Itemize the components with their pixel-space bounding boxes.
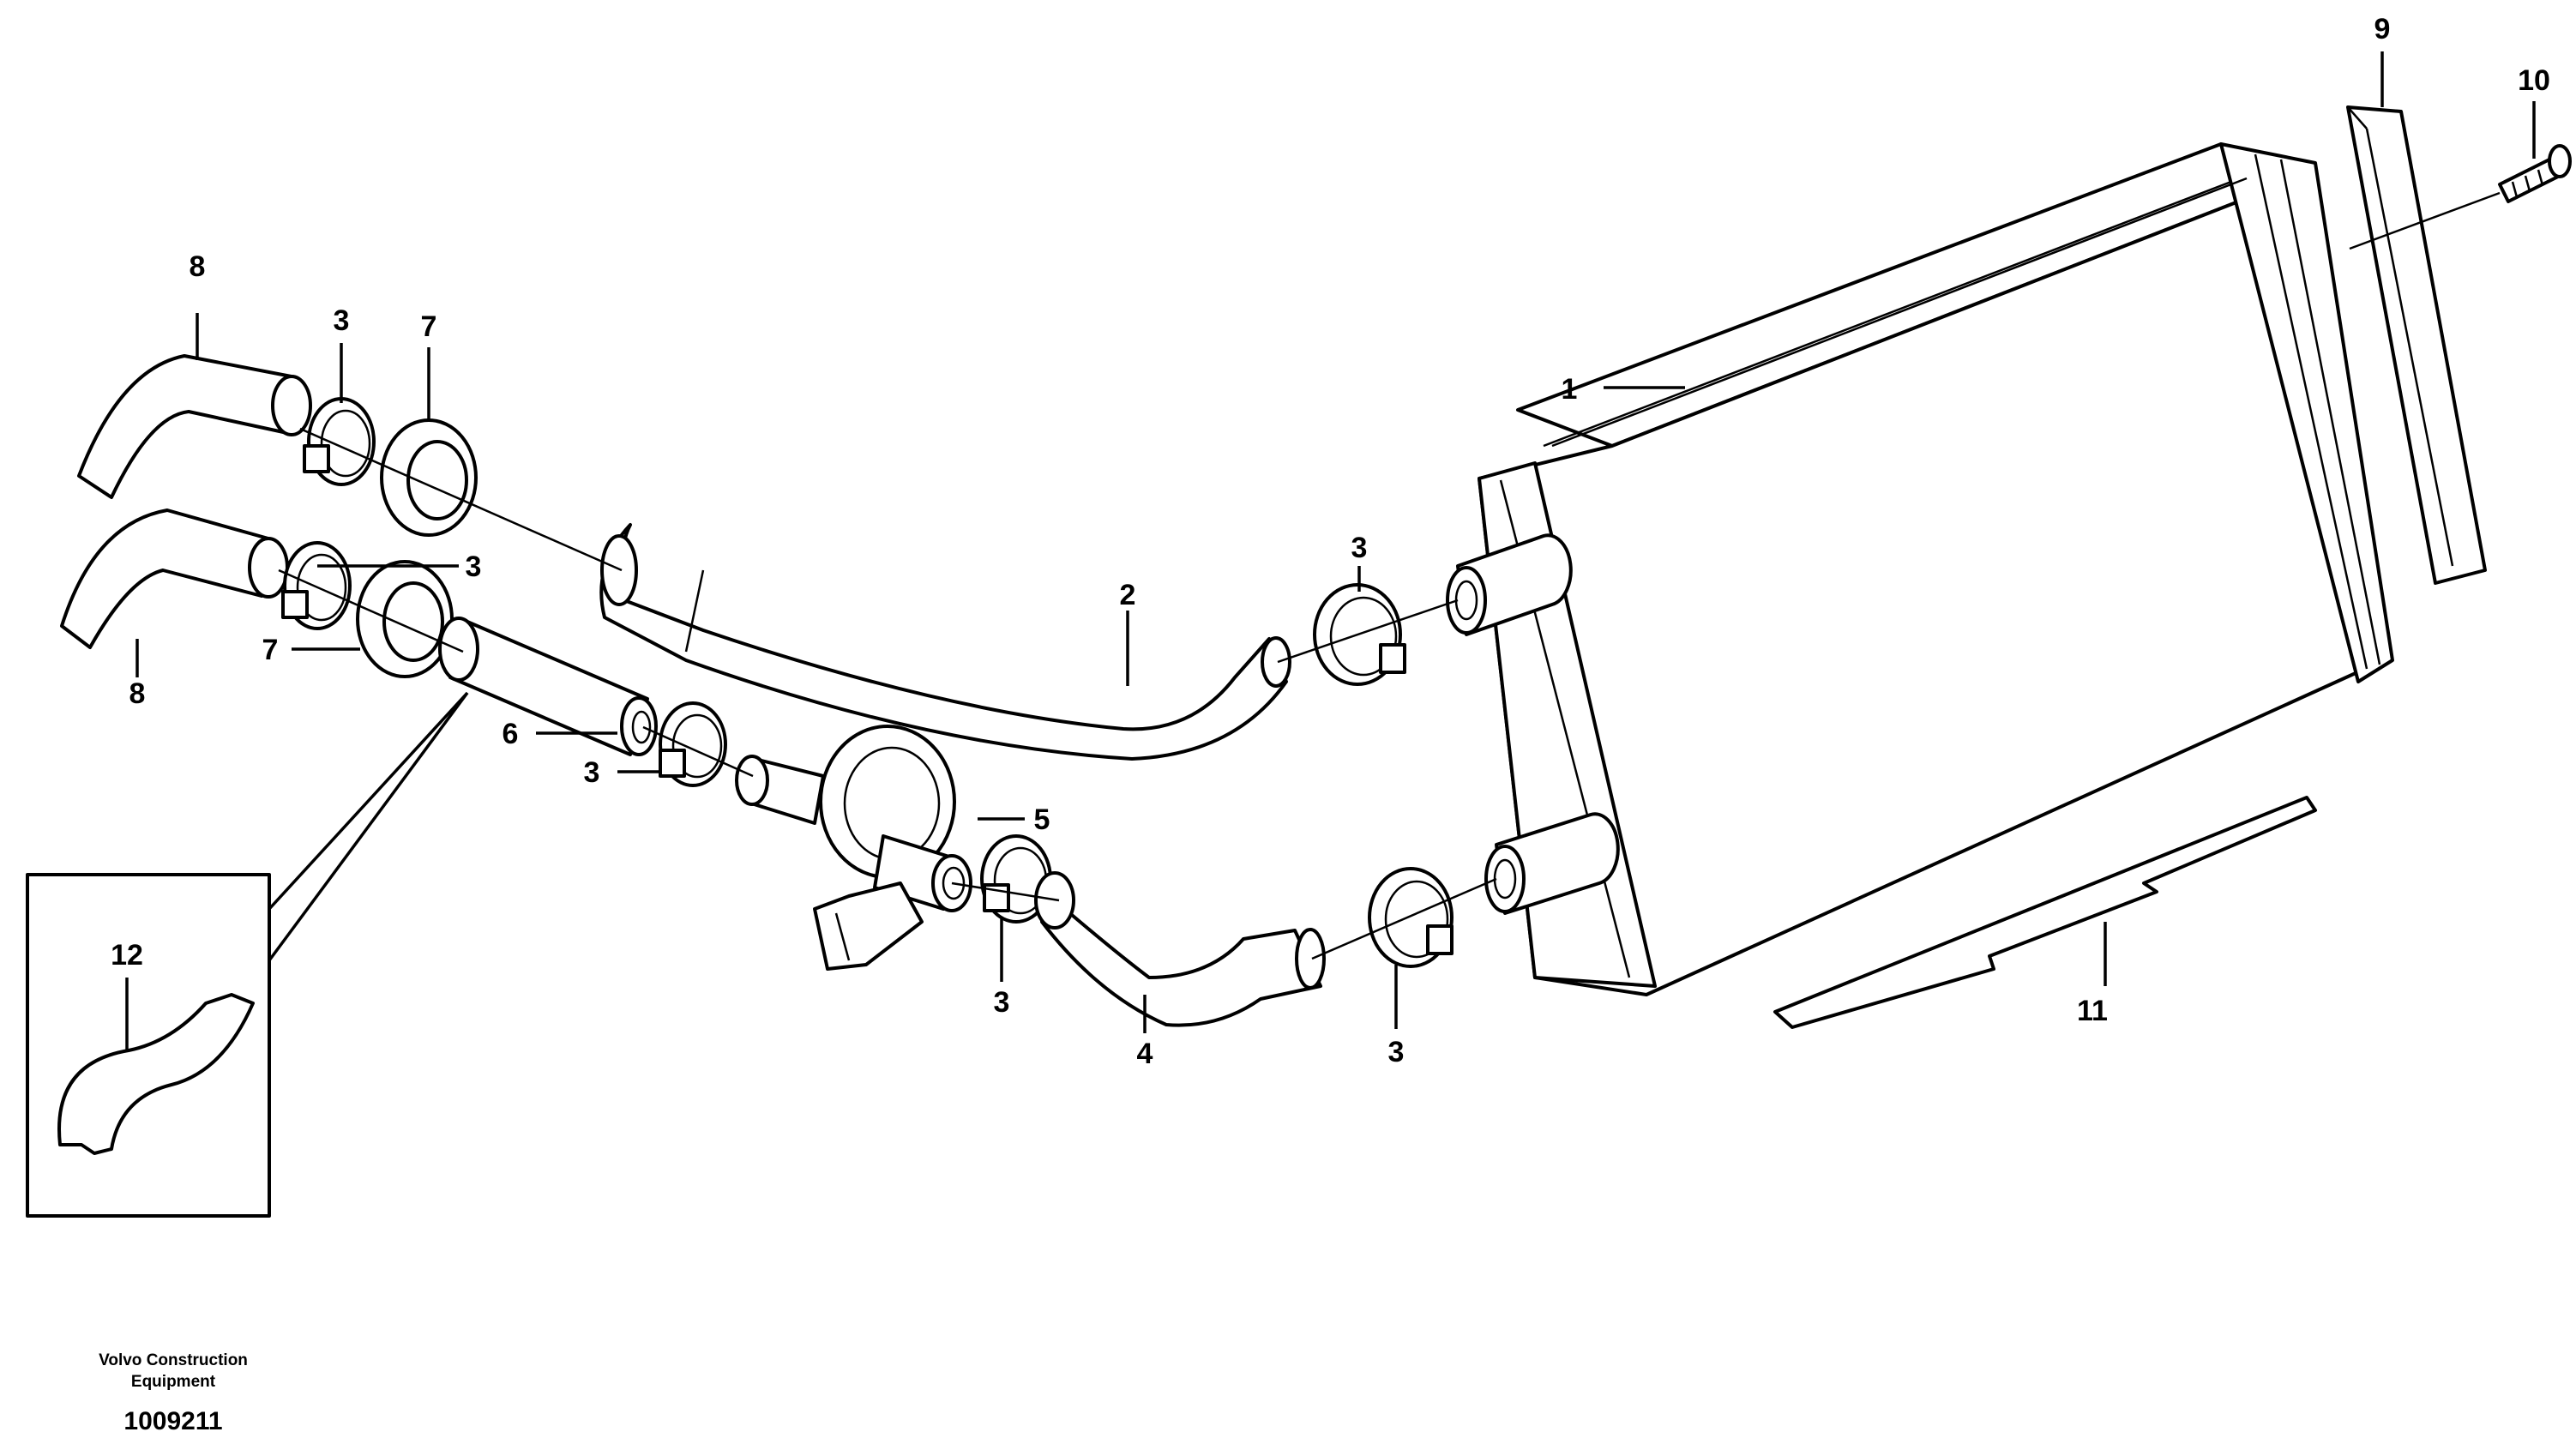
seal-strip	[1773, 796, 2317, 1029]
leader-lines	[125, 51, 2536, 1050]
callout-3: 3	[466, 551, 482, 583]
callout-10: 10	[2518, 64, 2550, 97]
callout-9: 9	[2374, 13, 2391, 45]
callout-5: 5	[1034, 803, 1050, 836]
clamp-b	[281, 541, 352, 630]
hose-upper	[599, 523, 1291, 761]
callout-8: 8	[129, 677, 146, 710]
gasket-strip	[2346, 105, 2487, 585]
hose-lower	[1034, 871, 1326, 1027]
heater-pipe-upper	[1446, 533, 1573, 636]
brand-line-2: Equipment	[131, 1373, 216, 1391]
hose-end-lower	[60, 508, 289, 649]
brand-line-1: Volvo Construction	[99, 1351, 248, 1369]
callout-4: 4	[1137, 1038, 1153, 1070]
callout-2: 2	[1120, 579, 1136, 611]
footer: Volvo Construction Equipment 1009211	[99, 1351, 248, 1435]
callout-7: 7	[262, 634, 279, 666]
callout-7: 7	[421, 310, 437, 343]
detail-inset	[26, 691, 469, 1218]
callout-3: 3	[334, 304, 350, 337]
grommet-lower	[356, 560, 454, 678]
clamp-a	[303, 397, 376, 486]
heater-core	[1446, 142, 2394, 996]
callouts: 1 2 3 3 3 3 3 3 4 5 6 7 7 8 8 9 10 11 12	[111, 13, 2550, 1070]
callout-11: 11	[2077, 995, 2108, 1027]
callout-3: 3	[1351, 532, 1368, 564]
water-valve	[735, 725, 972, 971]
callout-6: 6	[503, 718, 519, 750]
callout-12: 12	[111, 939, 143, 972]
callout-3: 3	[584, 756, 600, 789]
hose-short	[438, 617, 658, 756]
grommet-upper	[380, 418, 478, 537]
callout-8: 8	[190, 250, 206, 283]
clamp-c	[659, 701, 727, 787]
clamp-f	[1368, 867, 1454, 968]
drawing-number: 1009211	[123, 1407, 222, 1435]
screw	[2498, 144, 2572, 203]
callout-1: 1	[1562, 373, 1578, 406]
callout-3: 3	[994, 986, 1010, 1019]
assembly-lines	[278, 177, 2501, 960]
callout-3: 3	[1388, 1036, 1405, 1068]
hose-end-upper	[77, 354, 312, 499]
